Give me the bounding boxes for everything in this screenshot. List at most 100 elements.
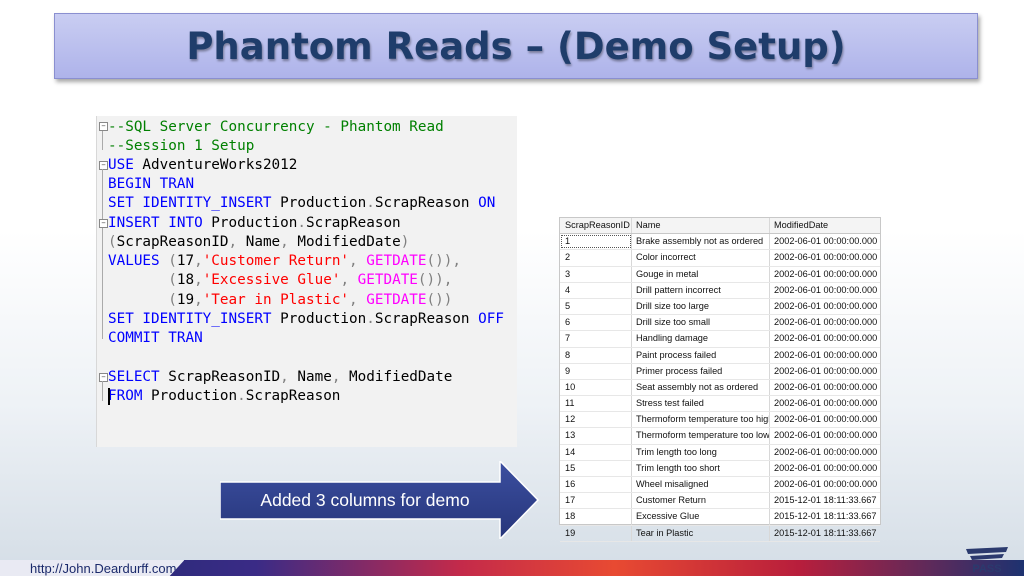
cell-modifieddate[interactable]: 2002-06-01 00:00:00.000: [774, 333, 878, 344]
footer-link[interactable]: http://John.Deardurff.com: [0, 560, 185, 576]
cell-modifieddate[interactable]: 2002-06-01 00:00:00.000: [774, 430, 878, 441]
cell-name[interactable]: Drill pattern incorrect: [632, 282, 770, 298]
cell-modifieddate[interactable]: 2002-06-01 00:00:00.000: [774, 284, 878, 295]
cell-modifieddate[interactable]: 2002-06-01 00:00:00.000: [774, 479, 878, 489]
cell-name[interactable]: Brake assembly not as ordered: [632, 234, 770, 250]
cell-scrapreasonid[interactable]: 5: [560, 298, 632, 315]
cell-modifieddate[interactable]: 2002-06-01 00:00:00.000: [774, 317, 878, 328]
cell-modifieddate[interactable]: 2002-06-01 00:00:00.000: [774, 365, 878, 376]
code-line-1: --SQL Server Concurrency - Phantom Read: [108, 119, 444, 135]
cell-name[interactable]: Wheel misaligned: [632, 477, 770, 493]
cell-name[interactable]: Excessive Glue: [632, 509, 770, 525]
cell-modifieddate[interactable]: 2002-06-01 00:00:00.000: [774, 462, 878, 473]
callout-arrow: [220, 461, 540, 539]
slide-title-bar: Phantom Reads – (Demo Setup): [54, 13, 978, 79]
cell-scrapreasonid[interactable]: 9: [560, 363, 632, 379]
cell-scrapreasonid[interactable]: 14: [560, 444, 632, 460]
cell-name[interactable]: Color incorrect: [632, 250, 770, 266]
cell-name[interactable]: Paint process failed: [632, 347, 770, 363]
cell-scrapreasonid[interactable]: 4: [560, 282, 632, 298]
cell-scrapreasonid[interactable]: 3: [560, 266, 632, 282]
column-header-scrapreasonid[interactable]: ScrapReasonID: [560, 218, 632, 234]
cell-scrapreasonid[interactable]: 13: [560, 428, 632, 444]
cell-scrapreasonid[interactable]: 6: [560, 315, 632, 331]
cell-modifieddate[interactable]: 2002-06-01 00:00:00.000: [774, 414, 878, 425]
cell-name[interactable]: Customer Return: [632, 493, 770, 509]
cell-scrapreasonid[interactable]: 2: [560, 250, 632, 266]
cell-modifieddate[interactable]: 2002-06-01 00:00:00.000: [774, 268, 878, 279]
cell-name[interactable]: Primer process failed: [632, 363, 770, 379]
collapse-icon[interactable]: −: [99, 219, 108, 228]
code-line-12: COMMIT TRAN: [108, 330, 203, 346]
cell-name[interactable]: Handling damage: [632, 331, 770, 347]
column-header-modifieddate[interactable]: ModifiedDate: [774, 220, 829, 230]
cell-modifieddate[interactable]: 2002-06-01 00:00:00.000: [774, 300, 878, 311]
text-cursor: [108, 388, 110, 405]
cell-name[interactable]: Stress test failed: [632, 396, 770, 412]
cell-modifieddate[interactable]: 2002-06-01 00:00:00.000: [774, 236, 878, 247]
cell-modifieddate[interactable]: 2015-12-01 18:11:33.667: [774, 511, 877, 522]
cell-modifieddate[interactable]: 2002-06-01 00:00:00.000: [774, 381, 878, 392]
cell-modifieddate[interactable]: 2015-12-01 18:11:33.667: [774, 527, 877, 538]
cell-name[interactable]: Thermoform temperature too high: [632, 412, 770, 428]
cell-scrapreasonid[interactable]: 11: [560, 396, 632, 412]
cell-scrapreasonid[interactable]: 15: [560, 460, 632, 476]
sql-code-editor[interactable]: − − − − --SQL Server Concurrency - Phant…: [96, 116, 517, 447]
cell-scrapreasonid[interactable]: 18: [560, 509, 632, 525]
code-line-8: VALUES (17,'Customer Return', GETDATE())…: [108, 253, 461, 269]
callout-label: Added 3 columns for demo: [260, 490, 470, 510]
cell-name[interactable]: Gouge in metal: [632, 266, 770, 282]
code-line-14: SELECT ScrapReasonID, Name, ModifiedDate: [108, 369, 453, 385]
cell-name[interactable]: Trim length too short: [632, 460, 770, 476]
cell-name[interactable]: Drill size too large: [632, 298, 770, 315]
cell-name[interactable]: Tear in Plastic: [632, 525, 770, 541]
cell-scrapreasonid[interactable]: 1: [560, 234, 632, 250]
collapse-icon[interactable]: −: [99, 161, 108, 170]
cell-modifieddate[interactable]: 2002-06-01 00:00:00.000: [774, 252, 878, 263]
column-header-name[interactable]: Name: [632, 218, 770, 234]
collapse-icon[interactable]: −: [99, 122, 108, 131]
cell-scrapreasonid[interactable]: 19: [560, 525, 632, 541]
cell-scrapreasonid[interactable]: 17: [560, 493, 632, 509]
cell-scrapreasonid[interactable]: 10: [560, 379, 632, 396]
cell-modifieddate[interactable]: 2002-06-01 00:00:00.000: [774, 446, 878, 457]
cell-name[interactable]: Thermoform temperature too low: [632, 428, 770, 444]
cell-modifieddate[interactable]: 2015-12-01 18:11:33.667: [774, 495, 877, 506]
cell-scrapreasonid[interactable]: 16: [560, 477, 632, 493]
slide-title: Phantom Reads – (Demo Setup): [186, 24, 846, 68]
collapse-icon[interactable]: −: [99, 373, 108, 382]
cell-name[interactable]: Seat assembly not as ordered: [632, 379, 770, 396]
logo-text: PASS: [972, 563, 1001, 575]
cell-modifieddate[interactable]: 2002-06-01 00:00:00.000: [774, 349, 878, 360]
cell-name[interactable]: Trim length too long: [632, 444, 770, 460]
cell-scrapreasonid[interactable]: 8: [560, 347, 632, 363]
cell-name[interactable]: Drill size too small: [632, 315, 770, 331]
cell-modifieddate[interactable]: 2002-06-01 00:00:00.000: [774, 398, 878, 409]
cell-scrapreasonid[interactable]: 7: [560, 331, 632, 347]
code-line-11: SET IDENTITY_INSERT Production.ScrapReas…: [108, 311, 504, 327]
code-line-6: INSERT INTO Production.ScrapReason: [108, 215, 401, 231]
cell-scrapreasonid[interactable]: 12: [560, 412, 632, 428]
code-line-3: USE AdventureWorks2012: [108, 157, 298, 173]
